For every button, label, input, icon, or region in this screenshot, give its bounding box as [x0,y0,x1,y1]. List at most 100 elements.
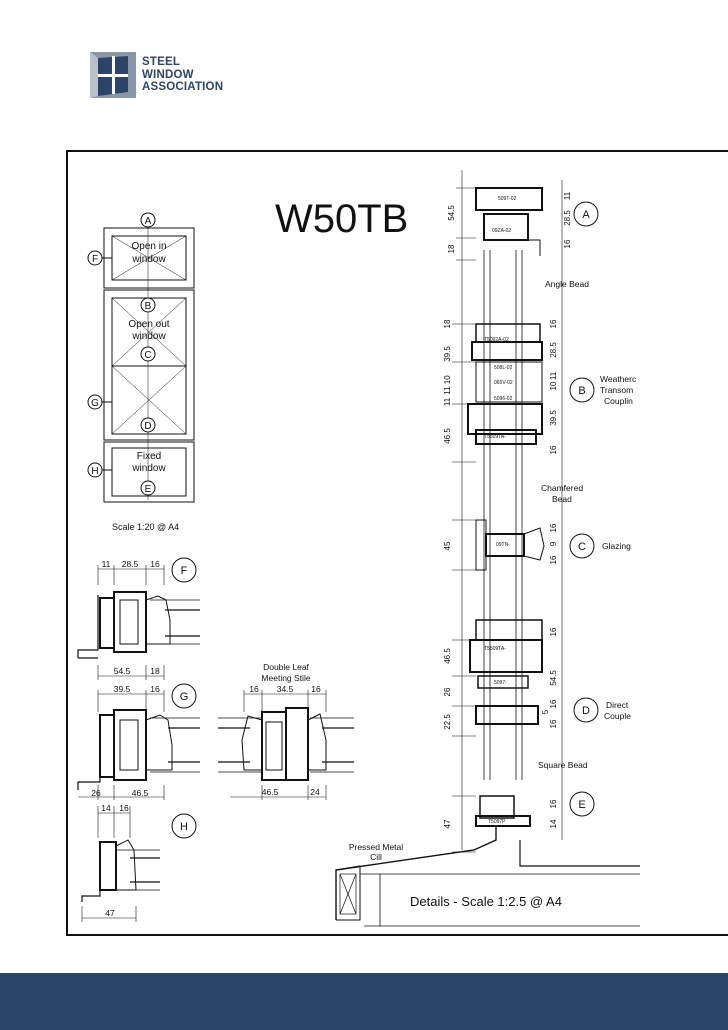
callout-a: A [582,209,590,221]
section-f-dim-2: 28.5 [122,559,139,569]
label-open-out-1: Open out [128,319,169,330]
callout-d: D [582,705,590,717]
code-1: 509T-02 [498,196,517,202]
label-open-in-2: window [131,254,166,265]
stile-dim-3: 16 [311,684,321,694]
marker-e: E [145,484,152,495]
section-g-dim-3: 26 [91,788,101,798]
marker-c: C [144,350,151,361]
vdim-right-4: 16 [549,319,558,328]
vdim-right-10: 16 [549,523,558,532]
note-cill-2: Cill [370,852,382,862]
stile-dim-4: 46.5 [262,787,279,797]
stile-dim-1: 16 [249,684,259,694]
vdim-right-11: 9 [549,541,558,546]
callout-c: C [578,541,586,553]
profile-codes: 509T-02 09ZA-02 T5092A-02 508L-02 065V-0… [484,196,517,825]
vdim-right-1: 11 [563,191,572,200]
footer-band [0,973,728,1030]
vdim-right-8: 39.5 [549,410,558,426]
vdim-right-7: 10 [549,381,558,390]
section-g-dim-1: 39.5 [114,684,131,694]
brand-line-2: WINDOW [142,68,194,81]
note-glazing: Glazing [602,541,631,551]
section-g [77,690,200,800]
code-5: 065V-02 [494,380,513,386]
elevation-scale: Scale 1:20 @ A4 [112,522,179,532]
note-cill-1: Pressed Metal [349,842,403,852]
note-direct-1: Direct [606,700,629,710]
vdim-right-2: 28.5 [563,210,572,226]
code-8: 09TN- [496,542,510,548]
vdim-left-5: 11 10 [443,375,452,395]
details-scale: Details - Scale 1:2.5 @ A4 [410,894,562,909]
note-weather-2: Transom [600,385,633,395]
label-fixed-1: Fixed [137,451,161,462]
drawing-frame [66,150,728,936]
vdim-right-15: 16 [549,699,558,708]
marker-g: G [91,398,99,409]
vdim-right-12: 16 [549,555,558,564]
section-f-dim-5: 18 [150,666,160,676]
elevation-labels: Open in window Open out window Fixed win… [128,241,169,474]
note-weather-3: Couplin [604,396,633,406]
vertical-left-dims: 54.5 18 18 39.5 11 10 11 46.5 45 46.5 26… [443,205,456,829]
marker-a: A [145,216,152,227]
section-g-marker: G [180,691,189,703]
elevation-markers: A F B C G D H E [87,212,156,496]
code-7: T5509TA- [484,434,506,440]
section-f [77,565,200,680]
section-f-dim-1: 11 [102,559,111,569]
label-open-in-1: Open in [131,241,166,252]
marker-b: B [145,301,152,312]
marker-d: D [144,421,151,432]
note-square-bead: Square Bead [538,760,588,770]
brand-line-1: STEEL [142,56,181,68]
callout-b: B [578,385,585,397]
label-fixed-2: window [131,463,166,474]
association-logo [90,52,136,98]
code-3: T5092A-02 [484,337,509,343]
marker-f: F [92,254,98,265]
vdim-left-9: 46.5 [443,648,452,664]
section-h-dim-2: 16 [119,803,129,813]
section-h-dim-1: 14 [101,803,111,813]
vdim-left-1: 54.5 [447,205,456,221]
vdim-right-6: 11 [549,371,558,380]
vdim-left-7: 46.5 [443,428,452,444]
vdim-right-5: 28.5 [549,342,558,358]
vdim-right-16: 5 [541,709,550,714]
meeting-stile-label-2: Meeting Stile [261,673,310,683]
note-chamfered-2: Bead [552,494,572,504]
vdim-right-14: 54.5 [549,670,558,686]
section-f-marker: F [181,565,188,577]
vdim-left-3: 18 [443,319,452,328]
code-11: T5097P [488,819,506,825]
code-4: 508L-02 [494,365,513,371]
code-10: 5097- [494,680,507,686]
stile-dim-2: 34.5 [277,684,294,694]
drawing-title: W50TB [275,197,408,241]
vdim-left-10: 26 [443,687,452,696]
label-open-out-2: window [131,331,166,342]
vdim-right-13: 16 [549,627,558,636]
section-h [81,806,160,922]
note-chamfered-1: Chamfered [541,483,583,493]
vdim-right-19: 14 [549,819,558,828]
technical-drawing: W50TB A F B C G D H [77,170,640,927]
brand-name: STEEL WINDOW ASSOCIATION [142,56,223,94]
vdim-left-11: 22.5 [443,714,452,730]
section-g-dim-4: 46.5 [132,788,149,798]
section-f-dim-3: 16 [150,559,160,569]
vdim-right-9: 16 [549,445,558,454]
vertical-section [335,170,640,927]
section-h-dim-3: 47 [105,908,115,918]
callout-e: E [578,799,585,811]
vdim-left-8: 45 [443,541,452,550]
vdim-right-17: 16 [549,719,558,728]
vdim-right-18: 16 [549,799,558,808]
vertical-callouts: A B C D E [569,201,599,817]
marker-h: H [91,466,98,477]
vdim-right-3: 16 [563,239,572,248]
note-weather-1: Weatherc [600,374,637,384]
